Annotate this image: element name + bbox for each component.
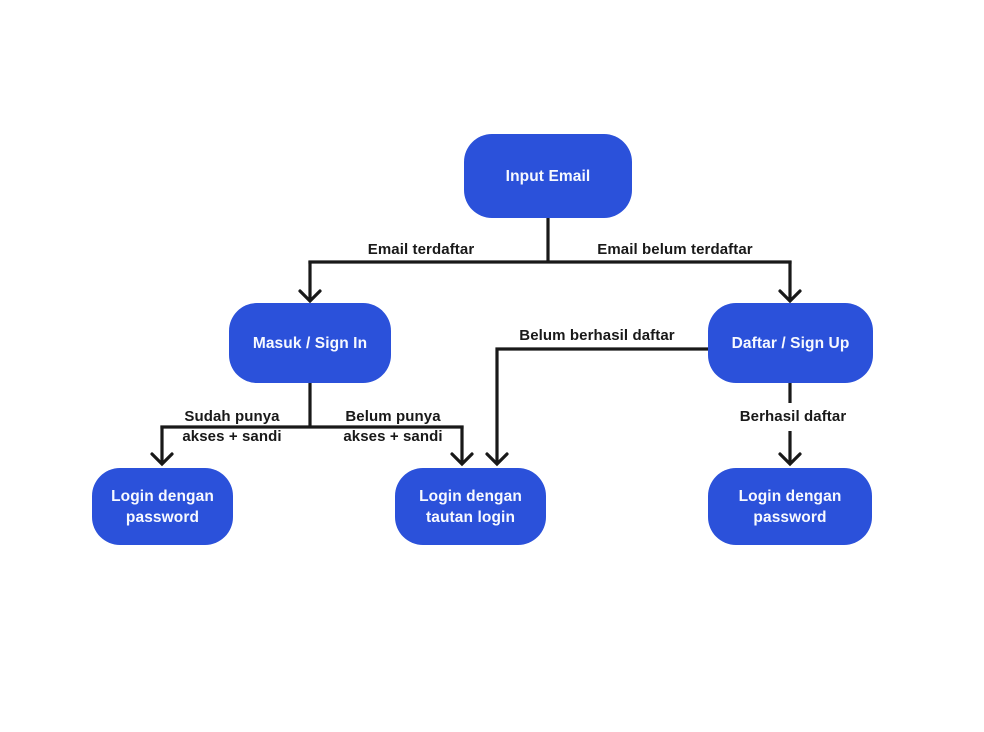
edge-label-signup-failed: Belum berhasil daftar (519, 327, 675, 344)
node-login-password-right-label: Login dengan password (738, 487, 842, 526)
node-sign-up-label: Daftar / Sign Up (731, 334, 850, 352)
node-login-magic-link: Login dengan tautan login (395, 468, 546, 545)
node-sign-in: Masuk / Sign In (229, 303, 391, 383)
node-sign-in-label: Masuk / Sign In (252, 334, 368, 352)
node-login-password-left: Login dengan password (92, 468, 233, 545)
edge-label-signup-success: Berhasil daftar (732, 403, 854, 431)
node-input-email: Input Email (464, 134, 632, 218)
edge-label-no-access: Belum punya akses + sandi (343, 408, 443, 445)
edge-signup-failed (485, 347, 708, 467)
node-input-email-label: Input Email (505, 167, 591, 185)
edge-label-email-registered: Email terdaftar (367, 241, 475, 258)
node-login-password-left-label: Login dengan password (111, 487, 214, 526)
node-login-magic-link-label: Login dengan tautan login (419, 487, 522, 526)
node-login-password-right: Login dengan password (708, 468, 872, 545)
edge-label-has-access: Sudah punya akses + sandi (182, 408, 282, 445)
node-sign-up: Daftar / Sign Up (708, 303, 873, 383)
edge-label-email-not-registered: Email belum terdaftar (597, 241, 753, 258)
